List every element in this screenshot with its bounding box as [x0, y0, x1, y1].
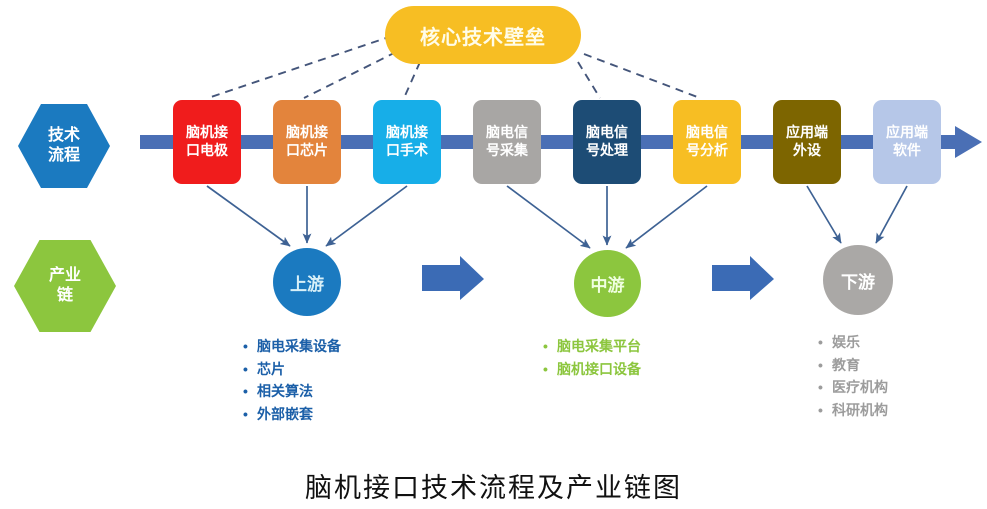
list-item-label: 科研机构	[832, 402, 888, 419]
chain-node-upstream[interactable]: 上游	[273, 248, 341, 316]
lane-label-industry-chain: 产业 链	[14, 240, 116, 332]
process-step-line1: 脑机接	[386, 124, 428, 141]
midstream-item-list: • 脑电采集平台 • 脑机接口设备	[543, 335, 641, 380]
upstream-item-list: • 脑电采集设备 • 芯片 • 相关算法 • 外部嵌套	[243, 335, 341, 426]
list-item-label: 外部嵌套	[257, 406, 313, 423]
list-item-label: 脑电采集平台	[557, 338, 641, 354]
process-step-line2: 口手术	[386, 142, 428, 158]
downstream-connectors	[806, 185, 908, 244]
process-step-line1: 脑电信	[486, 124, 528, 141]
core-technology-barrier-node[interactable]: 核心技术壁垒	[385, 6, 581, 64]
bullet-dot-icon: •	[543, 360, 548, 377]
process-step-line1: 脑电信	[586, 124, 628, 141]
process-step-application-software[interactable]: 应用端 软件	[873, 100, 941, 184]
chain-node-upstream-label: 上游	[290, 274, 324, 294]
lane-chain-line1: 产业	[48, 267, 81, 285]
downstream-item-list: • 娱乐 • 教育 • 医疗机构 • 科研机构	[818, 331, 888, 422]
stage-transition-arrow-1	[422, 256, 484, 300]
bullet-dot-icon: •	[243, 360, 248, 377]
list-item: • 外部嵌套	[243, 403, 341, 426]
process-step-line1: 应用端	[786, 124, 828, 141]
list-item-label: 娱乐	[832, 334, 860, 350]
bullet-dot-icon: •	[243, 383, 248, 400]
chain-node-midstream-label: 中游	[590, 276, 625, 295]
list-item-label: 芯片	[257, 360, 285, 377]
list-item: • 脑机接口设备	[543, 358, 641, 381]
list-item-label: 教育	[832, 356, 860, 373]
process-step-eeg-acquisition[interactable]: 脑电信 号采集	[473, 100, 541, 184]
bullet-dot-icon: •	[818, 334, 823, 350]
stage-transition-arrow-2	[712, 256, 774, 300]
core-barrier-label: 核心技术壁垒	[420, 26, 546, 49]
process-step-line2: 号采集	[486, 142, 528, 158]
process-step-eeg-processing[interactable]: 脑电信 号处理	[573, 100, 641, 184]
process-step-bci-surgery[interactable]: 脑机接 口手术	[373, 100, 441, 184]
chain-node-midstream[interactable]: 中游	[574, 250, 641, 317]
lane-chain-line2: 链	[56, 287, 73, 304]
process-step-line1: 应用端	[886, 124, 928, 141]
process-step-bci-chip[interactable]: 脑机接 口芯片	[273, 100, 341, 184]
chain-node-downstream-label: 下游	[841, 272, 875, 292]
lane-tech-line1: 技术	[47, 127, 80, 145]
list-item: • 脑电采集设备	[243, 335, 341, 358]
list-item: • 医疗机构	[818, 376, 888, 399]
figure-caption: 脑机接口技术流程及产业链图	[305, 473, 682, 503]
process-step-line2: 号分析	[686, 142, 728, 158]
process-step-bci-electrode[interactable]: 脑机接 口电极	[173, 100, 241, 184]
process-step-eeg-analysis[interactable]: 脑电信 号分析	[673, 100, 741, 184]
midstream-connectors	[506, 185, 708, 249]
bullet-dot-icon: •	[818, 379, 823, 396]
process-step-line2: 口芯片	[286, 142, 328, 158]
process-step-line2: 口电极	[186, 142, 228, 158]
list-item-label: 脑机接口设备	[557, 360, 641, 377]
process-step-line2: 软件	[893, 142, 921, 158]
bullet-dot-icon: •	[818, 356, 823, 373]
list-item: • 芯片	[243, 358, 341, 381]
list-item-label: 相关算法	[257, 383, 313, 400]
process-flow-arrow	[140, 126, 982, 158]
list-item: • 娱乐	[818, 331, 888, 354]
upstream-connectors	[206, 185, 408, 247]
process-step-application-peripheral[interactable]: 应用端 外设	[773, 100, 841, 184]
bullet-dot-icon: •	[818, 402, 823, 419]
list-item: • 脑电采集平台	[543, 335, 641, 358]
list-item: • 科研机构	[818, 399, 888, 422]
process-step-line1: 脑机接	[286, 124, 328, 141]
list-item: • 相关算法	[243, 380, 341, 403]
bullet-dot-icon: •	[243, 406, 248, 423]
process-step-line2: 号处理	[586, 142, 628, 158]
lane-label-tech-process: 技术 流程	[18, 104, 110, 188]
process-step-line2: 外设	[793, 142, 821, 158]
process-step-line1: 脑机接	[186, 124, 228, 141]
list-item: • 教育	[818, 354, 888, 377]
chain-node-downstream[interactable]: 下游	[823, 245, 893, 315]
lane-tech-line2: 流程	[47, 147, 80, 164]
list-item-label: 脑电采集设备	[257, 338, 341, 354]
process-step-line1: 脑电信	[686, 124, 728, 141]
bullet-dot-icon: •	[243, 338, 248, 354]
bullet-dot-icon: •	[543, 338, 548, 354]
list-item-label: 医疗机构	[832, 379, 888, 396]
